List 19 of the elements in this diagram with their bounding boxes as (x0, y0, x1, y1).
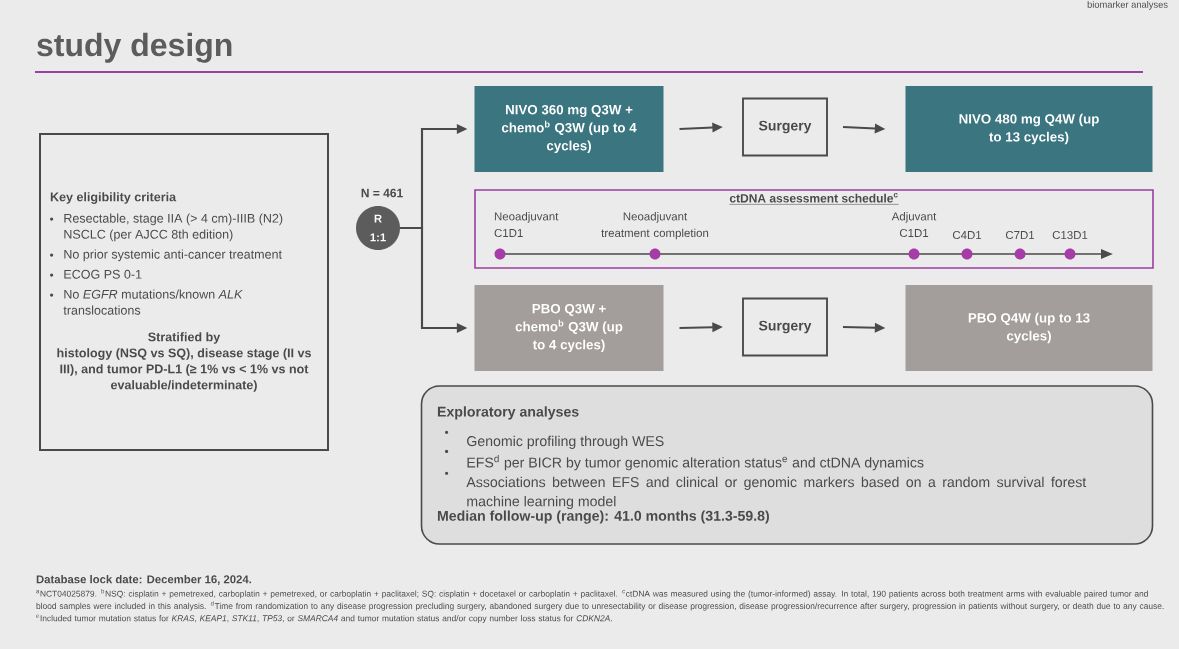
placebo-box: PBO Q3W + chemo$^{b}$ Q3W (up to 4 cycles) (474, 285, 664, 371)
sample-size: N = 461 (361, 188, 403, 198)
surgery-box: Surgery (742, 97, 828, 157)
timepoint-label: Adjuvant C1D1 (891, 212, 937, 238)
header-note: biomarker analyses (1087, 1, 1168, 10)
timepoint-label: C7D1 (1005, 231, 1035, 240)
treatment-box: NIVO 360 mg Q3W + chemo$^{b}$ Q3W (up to 4 cycles) (474, 86, 664, 172)
footnotes: $^{a}$NCT04025879. $^{b}$NSQ: cisplatin + pemetrexed, carboplatin + pemetrexed, or carboplatin + paclitaxel; SQ: cisplatin + docetaxel or carboplatin + paclitaxel. $^{c}$ctDNA was measured using the (tumor-informed) assay. In total, 190 patients across both treatment arms with evaluable paired tumor and blood samples were included in this analysis. $^{d}$Time from randomization to any disease progression precluding surgery, abandoned surgery due to unresectability or disease progression, disease progression/recurrence after surgery, progression in patients without surgery, or death due to any cause. $^{e}$Included tumor mutation status for KRAS, KEAP1, STK11, TP53, or SMARCA4 and tumor mutation status and/or copy number loss status for CDKN2A. (36, 589, 1164, 623)
criteria-box: Key eligibility criteria Resectable, stage IIA (> 4 cm)-IIIB (N2) NSCLC (per AJCC 8th edition) No prior systemic anti-cancer treatment ECOG PS 0-1 No EGFR mutations/known ALK translocations Stratified by histology (NSQ vs SQ), disease stage (II vs III), and tumor PD-L1 (≥ 1% vs < 1% vs not evaluable/indeterminate) (39, 133, 329, 451)
timepoint-label: Neoadjuvant C1D1 (494, 212, 559, 238)
analyses-panel: Exploratory analyses Genomic profiling through WES EFS$^{d}$ per BICR by tumor genomic alteration status$^{e}$ and ctDNA dynamics Associations between EFS and clinical or genomic markers based on a random survival forest machine learning model Median follow-up (range): 41.0 months (31.3-59.8) (420, 385, 1154, 545)
timepoint-label: C4D1 (952, 231, 982, 240)
surgery-box: Surgery (742, 297, 828, 357)
timepoint-label: C13D1 (1052, 231, 1088, 240)
placebo-box: PBO Q4W (up to 13 cycles) (905, 285, 1153, 371)
database-lock-note: Database lock date: December 16, 2024. (36, 575, 252, 585)
slide-title: study design (37, 32, 232, 63)
treatment-box: NIVO 480 mg Q4W (up to 13 cycles) (905, 86, 1153, 172)
timepoint-label: Neoadjuvant treatment completion (601, 212, 709, 240)
